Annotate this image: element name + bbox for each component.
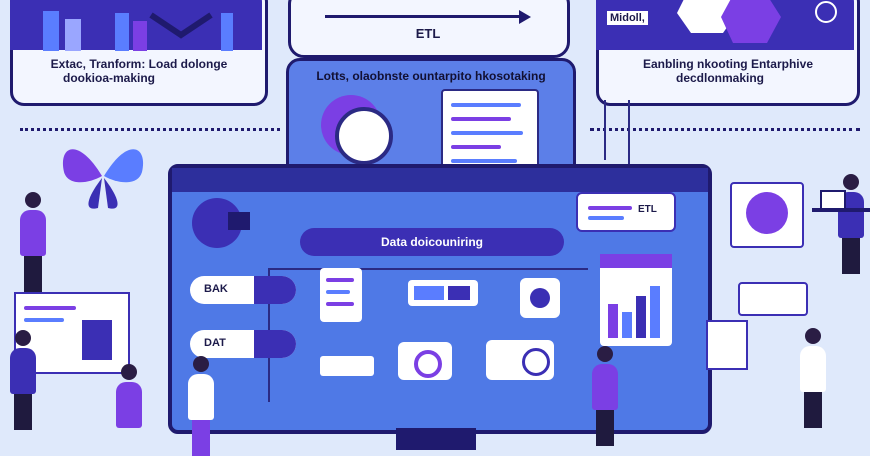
gear-icon	[228, 212, 250, 230]
arrow-right-icon	[519, 10, 531, 24]
desk	[812, 208, 870, 212]
dotted-divider-right	[590, 128, 860, 131]
wave-node[interactable]	[486, 340, 554, 380]
main-title-pill: Data doicouniring	[300, 228, 564, 256]
person-icon	[116, 364, 142, 428]
side-etl-card: ETL	[576, 192, 676, 232]
bar-chart-card	[600, 254, 672, 346]
monitor-stand	[396, 428, 476, 450]
person-icon	[800, 328, 826, 428]
side-etl-label: ETL	[638, 204, 657, 215]
lens-icon	[522, 348, 550, 376]
dat-label: DAT	[204, 337, 226, 349]
butterfly-icon	[62, 149, 144, 209]
bak-label: BAK	[204, 283, 228, 295]
dots-card	[738, 282, 808, 316]
etl-label: ETL	[415, 26, 441, 41]
circle-node[interactable]	[398, 342, 452, 380]
laptop-icon	[820, 190, 846, 210]
top-right-caption-line2: decdlonmaking	[675, 71, 764, 85]
connector-line	[604, 100, 606, 160]
flow-line	[268, 268, 588, 270]
gear-node[interactable]	[520, 278, 560, 318]
doc-node[interactable]	[320, 268, 362, 322]
connector-line	[628, 100, 630, 186]
hexagon-icon	[677, 0, 781, 43]
lens-icon	[335, 107, 393, 165]
top-left-card: Extac, Tranform: Load dolonge dookioa-ma…	[10, 0, 268, 106]
doc-card-right	[706, 320, 748, 370]
top-left-caption-line2: dookioa-making	[62, 71, 155, 85]
etl-node[interactable]	[408, 280, 478, 306]
flow-line	[268, 358, 270, 402]
center-banner-caption: Lotts, olaobnste ountarpito hkosotaking	[316, 69, 546, 83]
dotted-divider-left	[20, 128, 280, 131]
person-icon	[10, 330, 36, 430]
top-left-caption-line1: Extac, Tranform: Load dolonge	[50, 57, 228, 71]
presentation-board	[14, 292, 130, 374]
round-icon	[815, 1, 837, 23]
screen-topbar	[172, 168, 708, 192]
person-icon	[188, 356, 214, 456]
pie-card	[730, 182, 804, 248]
small-node[interactable]	[320, 356, 374, 376]
pie-chart-icon	[746, 192, 788, 234]
dat-pill[interactable]: DAT	[190, 330, 296, 358]
main-screen-title: Data doicouniring	[381, 235, 483, 249]
bar-chart-icon	[43, 11, 233, 51]
bak-pill[interactable]: BAK	[190, 276, 296, 304]
bar-chart-icon	[608, 286, 660, 338]
ring-icon	[414, 350, 442, 378]
top-right-caption-line1: Eanbling nkooting Entarphive	[642, 57, 813, 71]
top-right-card: Midoll, Eanbling nkooting Entarphive dec…	[596, 0, 860, 106]
person-icon	[838, 174, 864, 274]
gear-icon	[530, 288, 550, 308]
person-icon	[592, 346, 618, 446]
top-right-badge: Midoll,	[607, 11, 648, 25]
arrow-line	[325, 15, 525, 18]
person-icon	[20, 192, 46, 292]
top-center-card: ETL	[288, 0, 570, 58]
